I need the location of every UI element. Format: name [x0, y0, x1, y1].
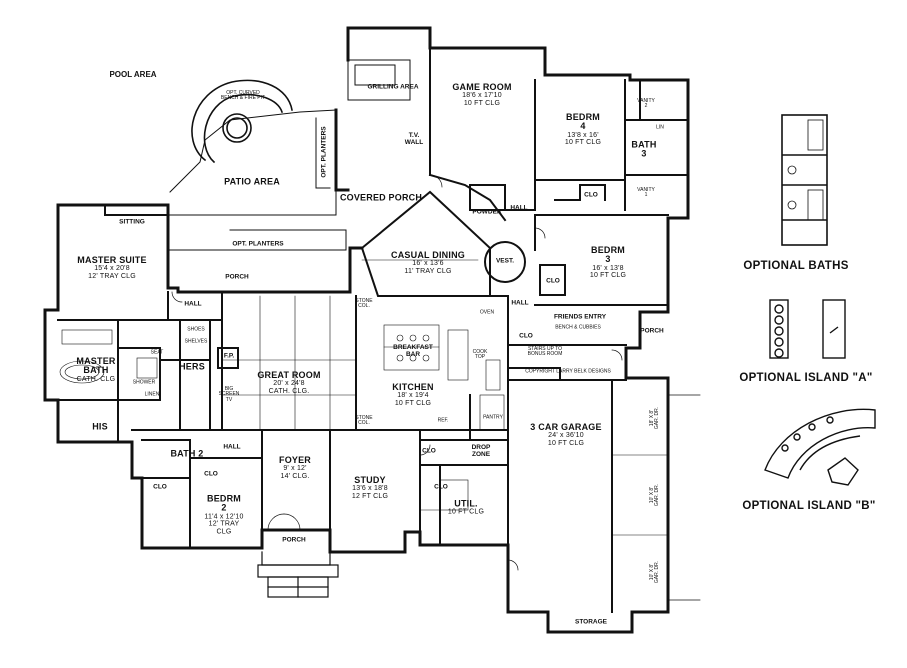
garage-door-3-label: 10' X 8' GAR. DR.: [648, 560, 660, 584]
door-swings: [171, 174, 623, 571]
vestibule-label: VEST.: [495, 257, 515, 265]
side-porch-label: PORCH: [640, 327, 664, 335]
garage-door-1-label: 18' X 8' GAR. DR.: [648, 406, 660, 430]
opt-planters-horizontal-label: OPT. PLANTERS: [232, 240, 284, 248]
stone-column-upper-label: STONE COL.: [355, 297, 373, 309]
friends-entry-closet-label: CLO: [519, 332, 533, 340]
bath-2-label: BATH 2: [170, 448, 204, 459]
seat-label: SEAT: [150, 349, 164, 356]
tv-wall-label: T.V. WALL: [404, 132, 424, 146]
fireplace-label: F.P.: [223, 352, 235, 360]
optional-island-a-caption: OPTIONAL ISLAND "A": [739, 371, 873, 384]
storage-label: STORAGE: [574, 618, 608, 626]
pantry-label: PANTRY: [483, 414, 503, 421]
vanity-1-label: VANITY 1: [637, 186, 655, 198]
pool-area-label: POOL AREA: [109, 69, 157, 79]
stone-column-lower-label: STONE COL.: [355, 414, 373, 426]
oven-label: OVEN: [479, 309, 495, 316]
bath-2-closet-label: CLO: [153, 483, 167, 491]
sitting-label: SITTING: [119, 218, 145, 226]
linen-closet-label: LIN: [656, 124, 664, 131]
big-screen-label: BIG SCREEN TV: [218, 386, 240, 403]
shoes-label: SHOES: [187, 326, 205, 333]
master-hall-label: HALL: [184, 300, 202, 308]
vanity-2-label: VANITY 2: [637, 97, 655, 109]
bedroom-3-closet-label: CLO: [546, 277, 560, 285]
patio-label: PATIO AREA: [224, 176, 280, 187]
shelves-label: SHELVES: [184, 338, 208, 345]
drop-zone-label: DROP ZONE: [471, 444, 491, 458]
stairs-label: STAIRS UP TO BONUS ROOM: [527, 345, 563, 357]
optional-island-b-caption: OPTIONAL ISLAND "B": [742, 499, 876, 512]
shower-label: SHOWER: [132, 379, 156, 386]
linen-label: LINEN: [144, 391, 160, 398]
upper-hall-label: HALL: [510, 204, 528, 212]
detail-lines: [59, 259, 669, 536]
breakfast-bar-label: BREAKFAST BAR: [393, 344, 433, 358]
garage-door-2-label: 10' X 8' GAR. DR.: [648, 483, 660, 507]
hers-closet-label: HERS: [179, 361, 205, 372]
patio-outline: [167, 59, 411, 251]
optional-island-a-diagram: [769, 299, 846, 359]
bedroom-2-closet-label: CLO: [204, 470, 218, 478]
powder-label: POWDER: [472, 208, 502, 216]
bath-3-label: BATH 3: [631, 139, 657, 159]
opt-planters-vertical-label: OPT. PLANTERS: [320, 126, 328, 178]
cooktop-label: COOK TOP: [472, 348, 488, 360]
fire-pit-bench: [191, 79, 293, 164]
opt-bench-label: OPT. CURVED BENCH & FIRE PIT: [220, 89, 266, 101]
bench-cubbies-label: BENCH & CUBBIES: [555, 324, 601, 331]
his-closet-label: HIS: [92, 421, 108, 432]
utility-room-label: UTIL.10 FT CLG: [447, 498, 485, 517]
right-hall-label: HALL: [511, 299, 529, 307]
friends-entry-label: FRIENDS ENTRY: [553, 313, 607, 321]
copyright-label: COPYRIGHT LARRY BELK DESIGNS: [525, 368, 611, 375]
front-steps: [257, 551, 339, 598]
covered-porch-label: COVERED PORCH: [339, 192, 423, 203]
garage-apron: [667, 394, 701, 601]
optional-island-b-diagram: [764, 408, 876, 486]
optional-baths-diagram: [781, 114, 828, 246]
front-porch-label: PORCH: [282, 536, 306, 544]
util-closet-label: CLO: [422, 447, 436, 455]
optional-baths-caption: OPTIONAL BATHS: [743, 259, 849, 272]
utility-closet-2-label: CLO: [434, 483, 448, 491]
grilling-label: GRILLING AREA: [367, 83, 419, 91]
refrigerator-label: REF.: [437, 417, 449, 424]
lower-hall-label: HALL: [223, 443, 241, 451]
bedroom-4-closet-label: CLO: [584, 191, 598, 199]
rear-porch-label: PORCH: [225, 273, 249, 281]
